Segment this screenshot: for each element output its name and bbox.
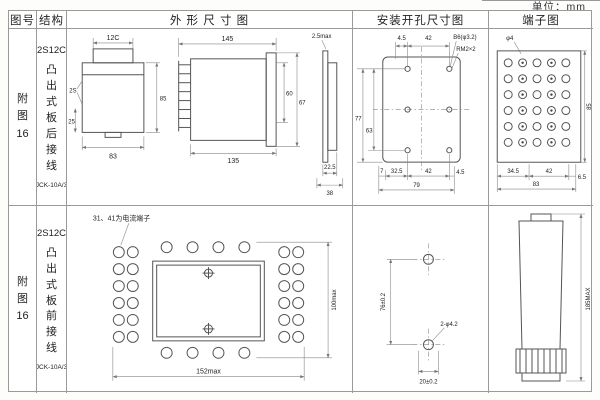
terminal-dimensions: 34.5 42 6.5 83 85 bbox=[496, 50, 593, 193]
header-cell-mounting: 安装开孔尺寸图 bbox=[353, 11, 489, 29]
outline-drawing-front-wiring: 31、41为电流端子 bbox=[93, 213, 338, 381]
dim-83b: 83 bbox=[533, 182, 540, 188]
dim-100max: 100max bbox=[332, 289, 338, 310]
structure-block: 2S12C 凸出式板后接线 JCK-10A/3 bbox=[37, 29, 67, 205]
row2-outline-cell: 31、41为电流端子 bbox=[67, 206, 353, 393]
relay-code: JCK-10A/3 bbox=[37, 181, 67, 189]
dim-7: 7 bbox=[380, 169, 383, 175]
right-terminal-block bbox=[278, 246, 305, 343]
structure-desc: 凸出式板前接线 bbox=[46, 246, 57, 355]
dim-76: 76±0.2 bbox=[381, 293, 387, 311]
terminal-diagram-2: 185MAX bbox=[515, 213, 592, 382]
dim-145: 145 bbox=[222, 36, 234, 43]
figure-number: 附图16 bbox=[16, 275, 29, 323]
outline2-dimensions: 152max 100max bbox=[112, 241, 338, 381]
dim-20: 20±0.2 bbox=[419, 379, 437, 385]
dim-42: 42 bbox=[546, 169, 553, 175]
dim-63: 63 bbox=[366, 128, 373, 134]
mounting-dimensions: 4.5 42 B6(φ3.2) RM2×2 77 63 bbox=[355, 35, 477, 194]
row2-structure-cell: 2S12C 凸出式板前接线 JCK-10A/3 bbox=[37, 206, 67, 393]
terminal-hole-label: φ4 bbox=[506, 36, 514, 42]
outline-drawing-rear-wiring: 12C 2S 25 83 85 bbox=[68, 34, 344, 197]
left-terminal-block bbox=[112, 246, 139, 343]
row1-structure-cell: 2S12C 凸出式板后接线 JCK-10A/3 bbox=[37, 29, 67, 206]
row1-outline-cell: 12C 2S 25 83 85 bbox=[67, 29, 353, 206]
bottom-terminal-row bbox=[160, 346, 251, 359]
dim-42-top: 42 bbox=[425, 36, 432, 42]
row2-fig-cell: 附图16 bbox=[9, 206, 37, 393]
row2-mounting-cell: 76±0.2 2-φ4.2 20±0.2 bbox=[353, 206, 489, 393]
header-terminal-label: 端子图 bbox=[522, 14, 560, 27]
dim-60: 60 bbox=[286, 92, 293, 98]
mounting-hole-drawing-2: 76±0.2 2-φ4.2 20±0.2 bbox=[381, 243, 458, 385]
terminal-diagram-1: φ4 bbox=[496, 36, 593, 193]
side-view: 145 135 bbox=[178, 36, 306, 165]
dim-185max: 185MAX bbox=[586, 287, 592, 310]
terminal2-dimensions: 185MAX bbox=[551, 213, 592, 382]
row1-terminal-cell: φ4 bbox=[489, 29, 593, 206]
current-terminal-note: 31、41为电流端子 bbox=[93, 213, 150, 246]
dim-6-5: 6.5 bbox=[578, 175, 587, 181]
dim-77: 77 bbox=[355, 116, 362, 122]
structure-block: 2S12C 凸出式板前接线 JCK-10A/3 bbox=[37, 206, 67, 393]
header-structure-label: 结构 bbox=[39, 14, 64, 27]
dim-83: 83 bbox=[109, 153, 117, 160]
dim-67: 67 bbox=[299, 101, 306, 107]
dim-32-5: 32.5 bbox=[391, 169, 403, 175]
mounting2-dimensions: 76±0.2 2-φ4.2 20±0.2 bbox=[381, 259, 458, 385]
dim-38: 38 bbox=[327, 191, 334, 197]
page-top-rule bbox=[482, 0, 600, 1]
mounting-holes bbox=[412, 243, 445, 361]
dim-12c: 12C bbox=[107, 35, 120, 42]
dim-85: 85 bbox=[160, 97, 167, 103]
panel-section-view: 2.5max 22.5 38 bbox=[312, 34, 344, 197]
header-cell-fig: 图号 bbox=[9, 11, 37, 29]
mounting-hole-drawing-1: 4.5 42 B6(φ3.2) RM2×2 77 63 bbox=[355, 35, 477, 194]
relay-code: JCK-10A/3 bbox=[37, 364, 67, 372]
header-outline-label: 外 形 尺 寸 图 bbox=[169, 14, 250, 27]
row1-mounting-cell: 4.5 42 B6(φ3.2) RM2×2 77 63 bbox=[353, 29, 489, 206]
dim-34-5: 34.5 bbox=[507, 169, 519, 175]
header-cell-outline: 外 形 尺 寸 图 bbox=[67, 11, 353, 29]
dim-2-5max: 2.5max bbox=[312, 34, 332, 40]
dim-22-5: 22.5 bbox=[324, 165, 336, 171]
dim-42-bottom: 42 bbox=[425, 169, 432, 175]
header-cell-terminal: 端子图 bbox=[489, 11, 593, 29]
dim-85b: 85 bbox=[587, 103, 593, 110]
model-label: 2S12C bbox=[37, 227, 67, 239]
hole-spec-label: B6(φ3.2) bbox=[453, 35, 476, 41]
dim-25: 25 bbox=[68, 119, 75, 125]
header-mounting-label: 安装开孔尺寸图 bbox=[376, 14, 465, 27]
front-view: 12C 2S 25 83 85 bbox=[68, 35, 167, 160]
model-label: 2S12C bbox=[37, 45, 67, 57]
mounting-plate bbox=[372, 47, 471, 173]
relay-side-profile bbox=[515, 213, 567, 382]
header-cell-structure: 结构 bbox=[37, 11, 67, 29]
figure-number: 附图16 bbox=[16, 93, 29, 140]
dim-152max: 152max bbox=[196, 369, 221, 376]
note-text: 31、41为电流端子 bbox=[93, 213, 150, 222]
hole-spec-label: 2-φ4.2 bbox=[440, 322, 457, 328]
row1-fig-cell: 附图16 bbox=[9, 29, 37, 206]
dim-79: 79 bbox=[413, 183, 420, 189]
header-fig-label: 图号 bbox=[10, 14, 35, 27]
top-terminal-row bbox=[160, 241, 251, 254]
drawing-table: 图号 结构 外 形 尺 寸 图 安装开孔尺寸图 端子图 附图16 2S12C 凸… bbox=[8, 10, 593, 393]
label-2s: 2S bbox=[69, 89, 76, 95]
structure-desc: 凸出式板后接线 bbox=[46, 64, 57, 172]
row2-terminal-cell: 185MAX bbox=[489, 206, 593, 393]
terminal-grid: φ4 bbox=[496, 36, 582, 163]
dim-135: 135 bbox=[228, 158, 240, 165]
dim-4-5-top: 4.5 bbox=[398, 36, 407, 42]
relay-body-top-view bbox=[152, 260, 265, 342]
thread-spec-label: RM2×2 bbox=[456, 47, 475, 53]
dim-4-5-bottom: 4.5 bbox=[456, 170, 465, 176]
